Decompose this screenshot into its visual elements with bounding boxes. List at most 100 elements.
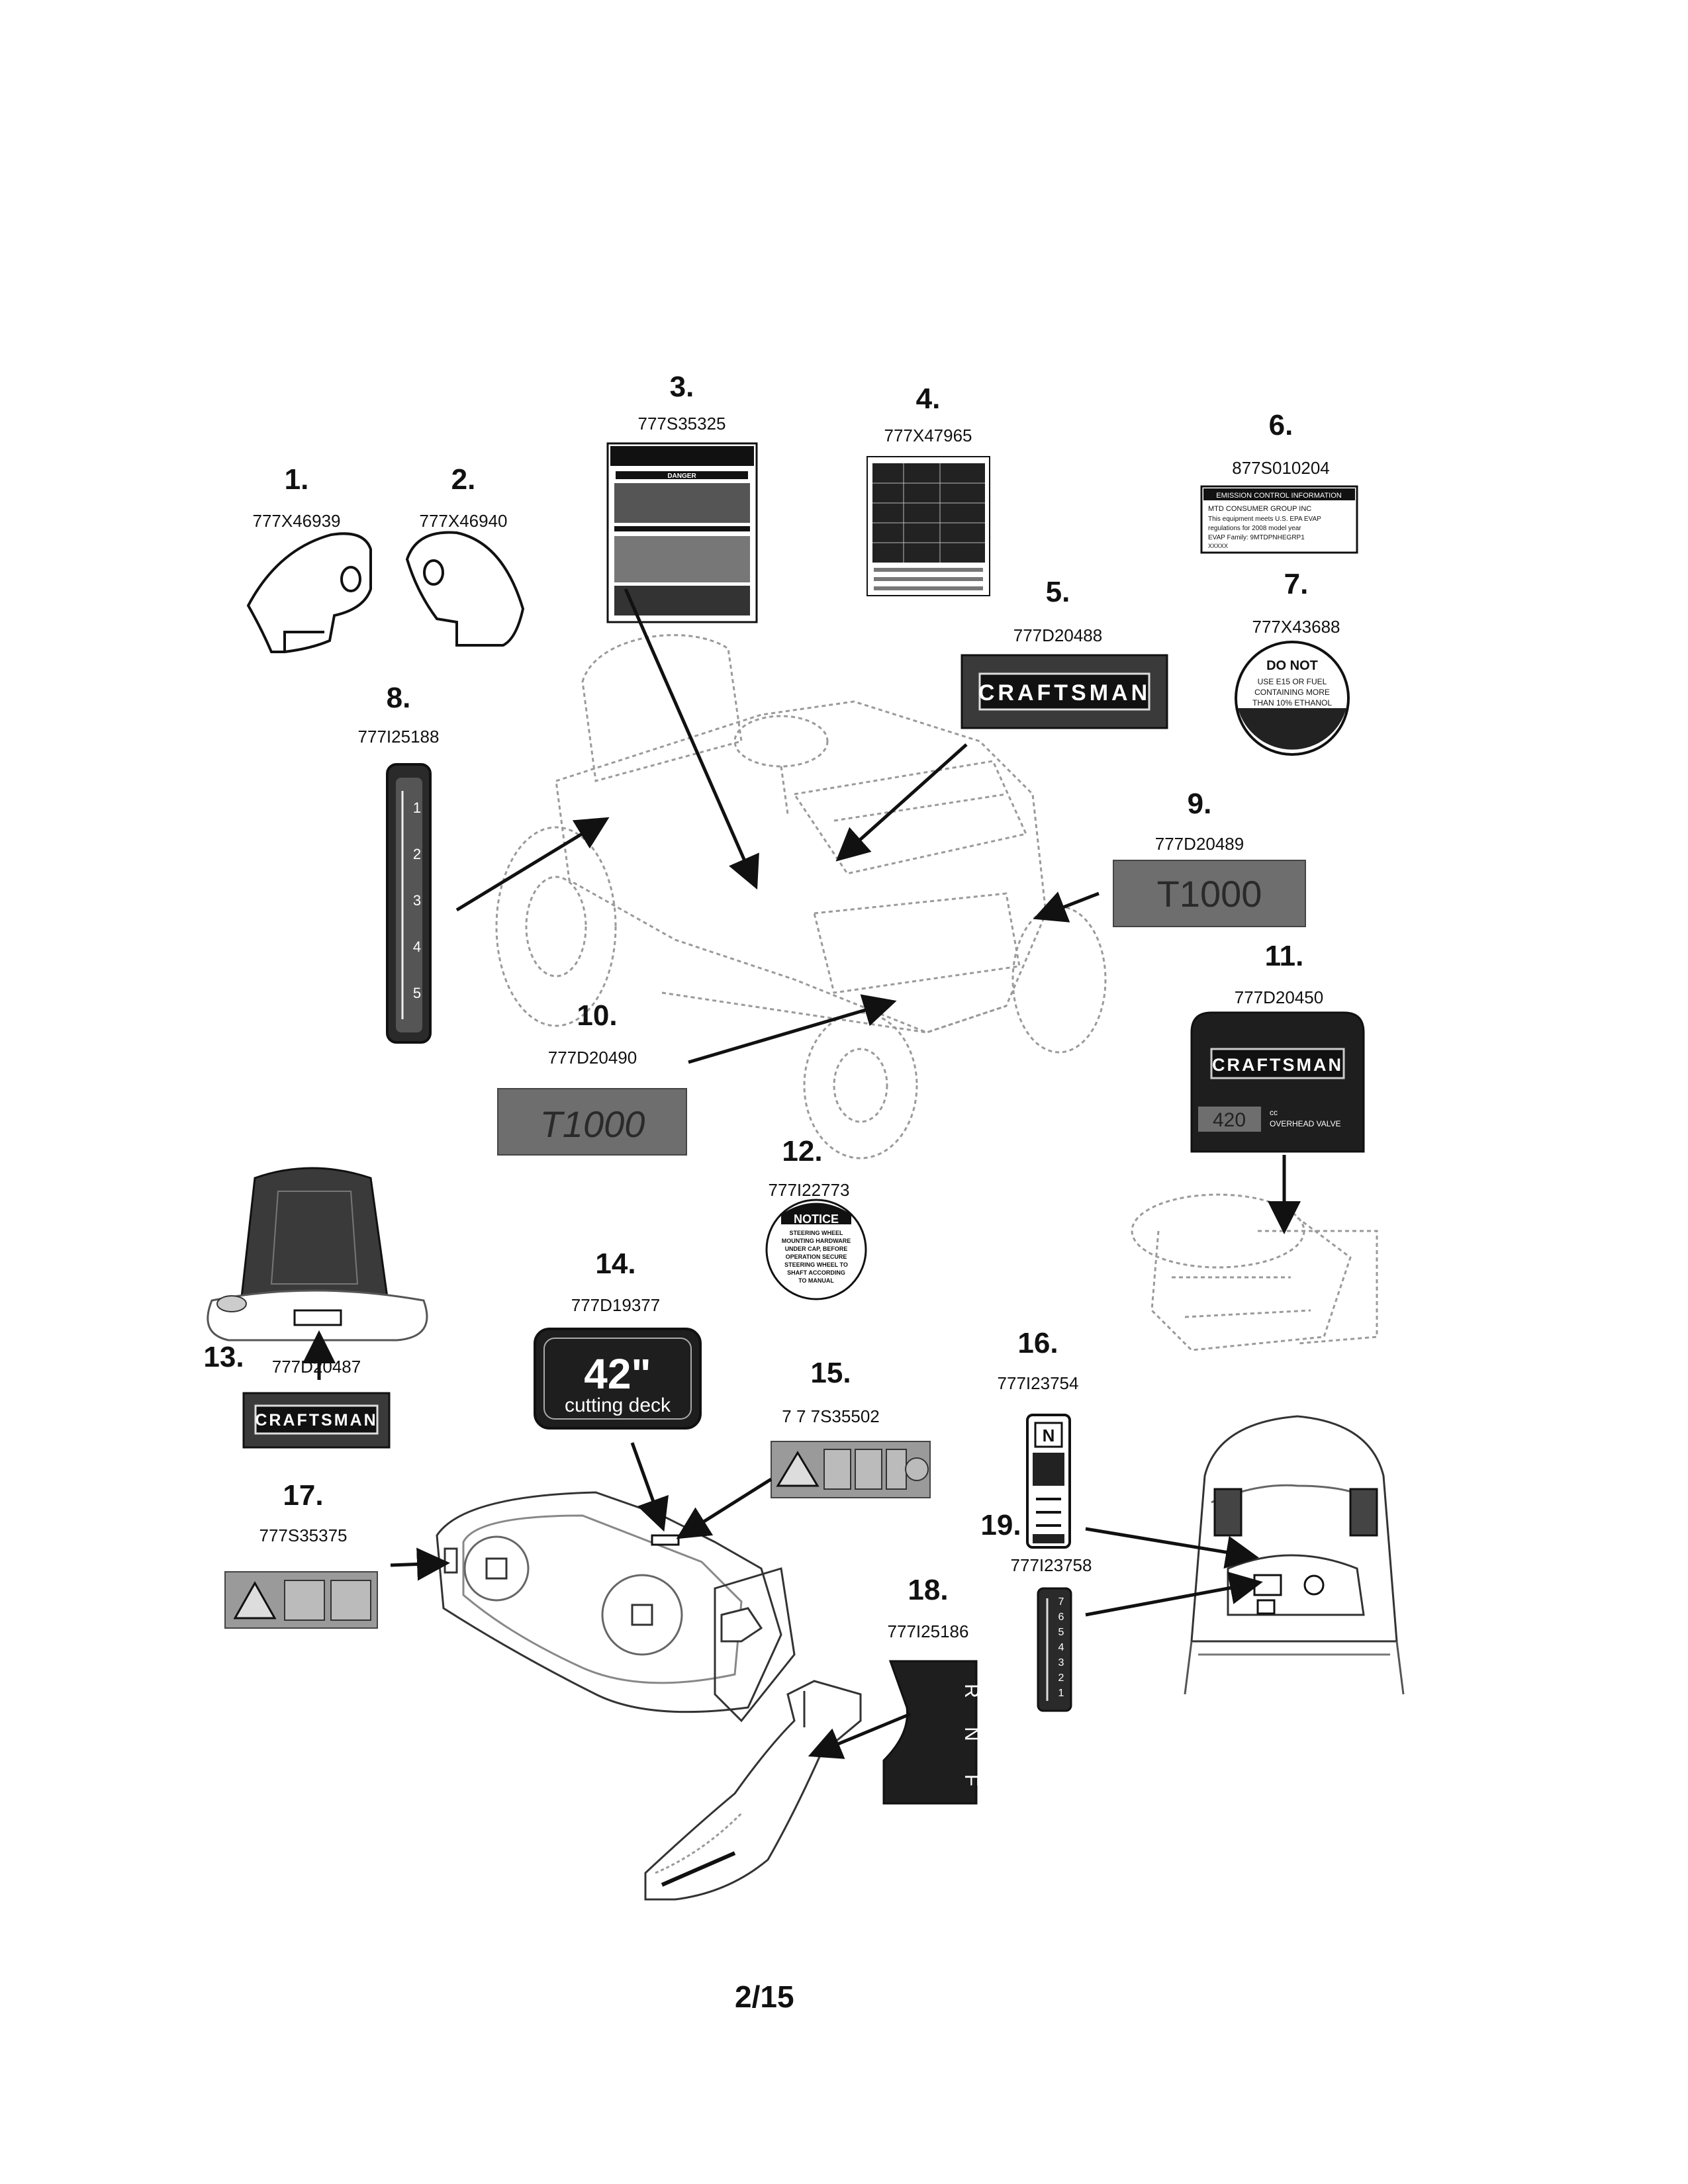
decal-6-line-3: This equipment meets U.S. EPA EVAP [1208, 516, 1321, 523]
decal-19-tick-2: 2 [1058, 1672, 1064, 1684]
decal-6-line-2: MTD CONSUMER GROUP INC [1208, 505, 1311, 513]
decal-12-line-5: STEERING WHEEL TO [784, 1261, 848, 1268]
callout-1-number: 1. [284, 463, 309, 496]
callout-3-number: 3. [669, 371, 694, 403]
tractor-illustration [495, 634, 1107, 1160]
decal-14-caption: cutting deck [565, 1394, 671, 1416]
decal-19-speed-scale: 7 6 5 4 3 2 1 [1037, 1587, 1072, 1712]
page-number: 2/15 [735, 1979, 794, 2014]
callout-14-number: 14. [595, 1248, 636, 1280]
arrow-14 [630, 1442, 669, 1532]
callout-13-part: 777D20487 [271, 1357, 361, 1377]
callout-10-part: 777D20490 [547, 1048, 637, 1068]
decal-19-tick-6: 6 [1058, 1612, 1064, 1623]
decal-5-craftsman-hood: CRAFTSMAN [961, 654, 1168, 729]
callout-8-number: 8. [386, 682, 411, 714]
decal-18-forward: F [961, 1774, 982, 1786]
decal-17-warning-icons [224, 1571, 378, 1629]
callout-1-part: 777X46939 [252, 511, 341, 531]
callout-12-number: 12. [782, 1135, 823, 1167]
callout-15-part: 7 7 7S35502 [782, 1406, 880, 1426]
pedal-illustration [644, 1680, 862, 1901]
decal-12-title: NOTICE [794, 1212, 839, 1226]
decal-4-table [867, 456, 990, 596]
callout-4-part: 777X47965 [884, 426, 972, 445]
decal-7-line-4: THAN 10% ETHANOL [1252, 698, 1332, 707]
decal-5-brand: CRAFTSMAN [978, 680, 1150, 705]
decal-6-line-6: XXXXX [1208, 543, 1228, 549]
callout-18-number: 18. [908, 1574, 949, 1606]
decal-7-line-3: CONTAINING MORE [1254, 688, 1330, 697]
callout-9-part: 777D20489 [1154, 834, 1244, 854]
callout-12-part: 777I22773 [768, 1180, 850, 1200]
decal-15-warning-icons [771, 1441, 931, 1498]
decal-16-throttle: N [1026, 1414, 1071, 1549]
arrow-19b [1085, 1571, 1263, 1617]
decal-8-tick-1: 1 [413, 799, 421, 816]
callout-5-part: 777D20488 [1013, 625, 1103, 645]
decal-12-notice: NOTICE STEERING WHEEL MOUNTING HARDWARE … [765, 1199, 867, 1300]
callout-2-part: 777X46940 [419, 511, 508, 531]
decal-18-drive: R N F [882, 1660, 982, 1805]
decal-2-fender-right [405, 531, 525, 647]
decal-12-line-2: MOUNTING HARDWARE [782, 1238, 851, 1244]
seat-illustration [207, 1167, 428, 1342]
decal-8-tick-4: 4 [413, 938, 421, 955]
decal-14-deck-size: 42" cutting deck [534, 1328, 702, 1430]
callout-7-part: 777X43688 [1252, 617, 1340, 637]
decal-9-model: T1000 [1113, 860, 1306, 927]
callout-15-number: 15. [810, 1357, 851, 1389]
decal-11-cc-unit: cc [1270, 1108, 1278, 1117]
decal-7-line-2: USE E15 OR FUEL [1258, 677, 1327, 686]
decal-19-tick-5: 5 [1058, 1627, 1064, 1638]
decal-8-tick-2: 2 [413, 846, 421, 862]
decal-3-safety: DANGER [606, 442, 758, 623]
decal-13-brand: CRAFTSMAN [255, 1411, 377, 1430]
callout-5-number: 5. [1045, 576, 1070, 608]
decal-12-line-1: STEERING WHEEL [789, 1230, 843, 1236]
decal-19-tick-1: 1 [1058, 1688, 1064, 1699]
arrow-15 [676, 1477, 773, 1539]
callout-16-part: 777I23754 [997, 1373, 1079, 1393]
callout-11-number: 11. [1264, 940, 1304, 972]
arrow-10 [688, 994, 897, 1064]
decal-16-letter: N [1043, 1426, 1055, 1445]
decal-1-fender-left [246, 532, 372, 653]
decal-19-tick-4: 4 [1058, 1642, 1064, 1653]
decal-7-fuel: DO NOT USE E15 OR FUEL CONTAINING MORE T… [1235, 641, 1350, 756]
callout-13-number: 13. [203, 1341, 244, 1373]
callout-17-part: 777S35375 [259, 1525, 348, 1545]
callout-6-part: 877S010204 [1232, 458, 1330, 478]
decal-13-craftsman-seat: CRAFTSMAN [242, 1392, 391, 1449]
callout-14-part: 777D19377 [571, 1295, 661, 1315]
decal-18-reverse: R [961, 1684, 982, 1698]
callout-17-number: 17. [283, 1479, 324, 1512]
decal-6-line-5: EVAP Family: 9MTDPNHEGRP1 [1208, 534, 1305, 541]
deck-illustration [436, 1491, 796, 1723]
callout-16-number: 16. [1017, 1327, 1058, 1359]
decal-3-danger-word: DANGER [667, 473, 696, 480]
decal-8-tick-5: 5 [413, 985, 421, 1001]
arrow-9 [1033, 891, 1100, 923]
decal-14-size: 42" [584, 1350, 651, 1398]
callout-9-number: 9. [1187, 788, 1212, 820]
arrow-8 [455, 817, 610, 912]
decal-19-tick-3: 3 [1058, 1657, 1064, 1668]
decal-12-line-6: SHAFT ACCORDING [787, 1269, 845, 1276]
callout-7-number: 7. [1284, 568, 1309, 600]
decal-6-line-4: regulations for 2008 model year [1208, 525, 1301, 532]
fender-illustration [1184, 1415, 1405, 1695]
callout-19-part: 777I23758 [1010, 1555, 1092, 1575]
decal-6-line-1: EMISSION CONTROL INFORMATION [1216, 492, 1342, 500]
arrow-17 [390, 1547, 450, 1581]
callout-18-part: 777I25186 [887, 1621, 969, 1641]
decal-11-type: OVERHEAD VALVE [1270, 1119, 1341, 1128]
decal-12-line-7: TO MANUAL [798, 1277, 834, 1284]
callout-2-number: 2. [451, 463, 476, 496]
decal-18-neutral: N [961, 1727, 982, 1741]
callout-6-number: 6. [1268, 409, 1293, 441]
decal-8-tick-3: 3 [413, 892, 421, 909]
callout-4-number: 4. [915, 383, 941, 415]
decal-11-cc: 420 [1213, 1109, 1246, 1131]
